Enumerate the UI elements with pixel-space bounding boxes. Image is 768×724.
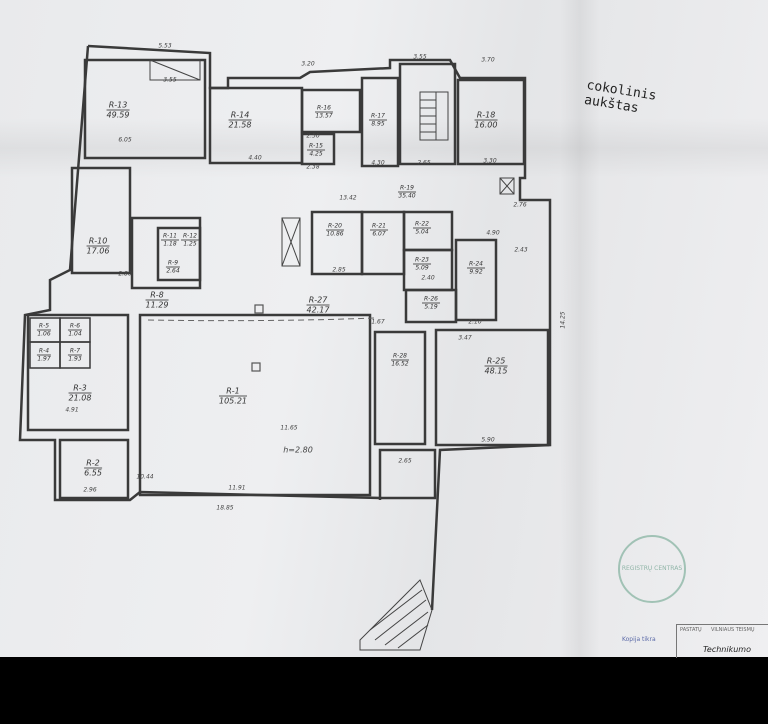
dimension-label: 2.76	[513, 201, 527, 209]
room-wall	[59, 341, 91, 369]
room-wall	[360, 210, 406, 276]
paper-fold	[560, 0, 600, 657]
room-wall	[300, 88, 362, 134]
dimension-label: 18.85	[216, 504, 234, 512]
outer-wall	[18, 45, 382, 502]
registry-stamp: REGISTRŲ CENTRAS	[618, 535, 686, 603]
room-wall	[310, 210, 364, 276]
ceiling-height: h=2.80	[283, 445, 313, 455]
title-block: PASTATŲ VILNIAUS TEISMŲ Technikumo	[676, 624, 768, 658]
room-wall	[156, 226, 202, 282]
dimension-label: 3.20	[301, 60, 315, 68]
dimension-label: 4.30	[371, 159, 385, 167]
dimension-label: 1.67	[371, 318, 385, 326]
stamp-text: REGISTRŲ CENTRAS	[621, 565, 683, 572]
dimension-label: 3.55	[413, 53, 427, 61]
room-wall	[434, 328, 550, 447]
dimension-label: 6.05	[118, 136, 132, 144]
dashed-line	[147, 317, 376, 322]
room-wall	[404, 288, 458, 324]
dimension-label: 11.91	[228, 484, 246, 492]
dimension-label: 2.43	[514, 246, 528, 254]
dimension-label: 2.85	[332, 266, 346, 274]
dimension-label: 11.65	[280, 424, 298, 432]
dimension-label: 2.50	[306, 132, 320, 140]
dimension-label: 2.80	[118, 270, 132, 278]
dimension-label: 3.70	[481, 56, 495, 64]
outer-wall	[87, 44, 552, 611]
staircase-icon	[419, 91, 449, 141]
dimension-label: 2.65	[398, 457, 412, 465]
room-wall	[58, 438, 130, 500]
title-block-signature: Technikumo	[703, 645, 751, 654]
column-icon	[254, 304, 264, 314]
dimension-label: 3.55	[163, 76, 177, 84]
room-wall	[373, 330, 427, 446]
room-wall	[26, 313, 130, 432]
room-wall	[378, 448, 437, 500]
dimension-label: 2.10	[468, 318, 482, 326]
dimension-label: 2.65	[417, 159, 431, 167]
outdoor-stairs-icon	[359, 579, 433, 651]
dimension-label: 5.53	[158, 42, 172, 50]
dimension-label: 4.91	[65, 406, 79, 414]
dimension-label: 3.30	[483, 157, 497, 165]
dimension-label: 2.96	[83, 486, 97, 494]
dimension-label: 2.38	[306, 163, 320, 171]
room-wall	[300, 132, 336, 166]
dimension-label: 13.42	[339, 194, 357, 202]
room-wall	[360, 76, 400, 168]
dimension-label: 14.25	[559, 311, 567, 329]
room-wall	[70, 166, 132, 275]
copy-note: Kopija tikra	[622, 636, 656, 643]
room-wall	[456, 78, 526, 166]
dimension-label: 4.40	[248, 154, 262, 162]
dimension-label: 2.40	[421, 274, 435, 282]
shaft-icon	[149, 59, 515, 267]
floor-plan-walls	[18, 44, 552, 651]
dimension-label: 10.44	[136, 473, 154, 481]
title-block-cell: PASTATŲ	[680, 627, 702, 633]
room-wall	[398, 62, 457, 166]
dimension-label: 5.90	[481, 436, 495, 444]
column-icon	[251, 362, 261, 372]
dimension-label: 3.47	[458, 334, 472, 342]
dimension-label: 4.90	[486, 229, 500, 237]
title-block-cell: VILNIAUS TEISMŲ	[711, 627, 755, 633]
room-wall	[454, 238, 498, 322]
room-wall	[83, 58, 207, 160]
room-wall	[208, 86, 304, 165]
room-wall	[138, 313, 372, 497]
